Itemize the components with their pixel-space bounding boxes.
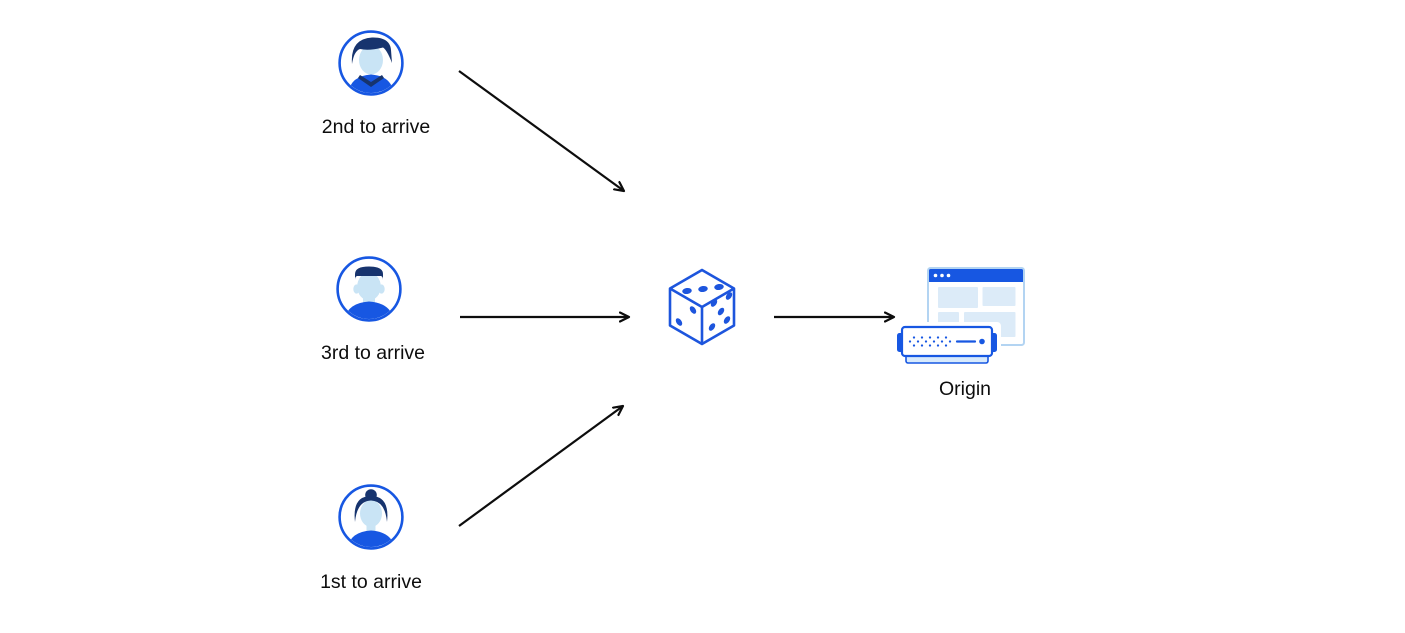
server-rack — [893, 322, 1001, 368]
avatar-collar — [358, 75, 384, 87]
server-vent-dots — [908, 336, 952, 347]
browser-titlebar — [929, 269, 1023, 282]
dice-right-face-dots — [708, 292, 733, 331]
user-second-label: 2nd to arrive — [321, 116, 431, 138]
avatar-face — [360, 500, 382, 527]
avatar-hair — [355, 266, 383, 280]
arrow-user-first-to-dice — [458, 406, 623, 527]
user-first-label: 1st to arrive — [320, 571, 422, 593]
avatar-hair — [354, 496, 388, 522]
server-indicator-dot — [979, 338, 985, 345]
user-third-label: 3rd to arrive — [320, 342, 426, 364]
origin-server-icon — [893, 267, 1025, 368]
user-avatar-female-bun-icon — [338, 484, 404, 550]
user-avatar-male-flattop-icon — [336, 256, 402, 322]
dice-icon — [668, 268, 736, 346]
arrow-user-second-to-dice — [458, 70, 624, 191]
avatar-hair — [351, 37, 392, 64]
dice-left-face-dots — [675, 306, 697, 326]
avatar-face — [357, 272, 381, 301]
dice-top-face-dots — [682, 283, 724, 295]
avatar-face — [359, 45, 383, 75]
avatar-body — [348, 37, 394, 93]
browser-window-dots — [933, 273, 951, 278]
server-body — [900, 325, 994, 358]
user-avatar-male-swoop-icon — [338, 30, 404, 96]
origin-label: Origin — [938, 378, 992, 400]
dice-cube-outline — [668, 268, 736, 346]
